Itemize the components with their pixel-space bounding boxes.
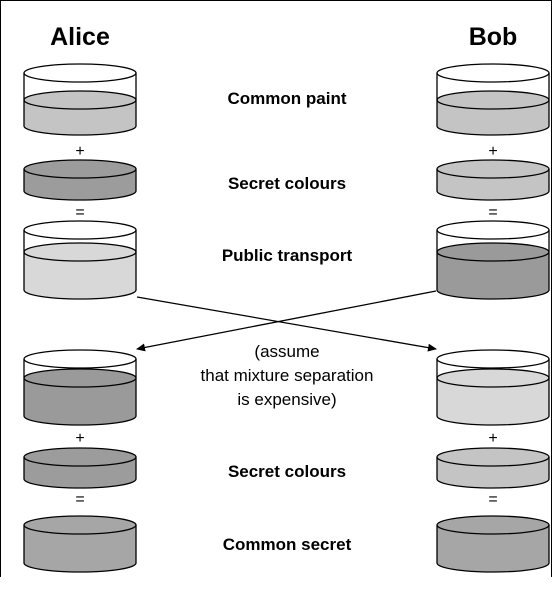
alice-equals-2: = bbox=[75, 491, 84, 508]
bob-to-alice-arrow bbox=[136, 290, 437, 352]
secret-colours-label-1: Secret colours bbox=[228, 174, 346, 193]
alice-secret-colour-disc bbox=[23, 159, 137, 201]
alice-secret-colour-disc-2 bbox=[23, 447, 137, 489]
bob-equals-1: = bbox=[488, 204, 497, 221]
alice-common-paint-bucket bbox=[23, 63, 137, 136]
bob-common-secret-bucket bbox=[436, 515, 550, 573]
bob-equals-2: = bbox=[488, 491, 497, 508]
alice-to-bob-arrow bbox=[136, 296, 437, 352]
note-line-2: that mixture separation bbox=[201, 366, 374, 385]
frame-bottom-mask bbox=[0, 577, 552, 591]
common-secret-label: Common secret bbox=[223, 535, 352, 554]
bob-plus-2: + bbox=[488, 430, 497, 447]
bob-label: Bob bbox=[469, 23, 518, 51]
alice-plus-2: + bbox=[75, 430, 84, 447]
bob-secret-colour-disc bbox=[436, 159, 550, 201]
secret-colours-label-2: Secret colours bbox=[228, 462, 346, 481]
common-paint-label: Common paint bbox=[228, 89, 347, 108]
alice-equals-1: = bbox=[75, 204, 84, 221]
alice-received-mixture-bucket bbox=[23, 349, 137, 426]
bob-plus-1: + bbox=[488, 143, 497, 160]
alice-plus-1: + bbox=[75, 143, 84, 160]
bob-common-paint-bucket bbox=[436, 63, 550, 136]
bob-public-mixture-bucket bbox=[436, 220, 550, 300]
note-line-3: is expensive) bbox=[237, 390, 336, 409]
bob-received-mixture-bucket bbox=[436, 349, 550, 426]
alice-public-mixture-bucket bbox=[23, 220, 137, 300]
bob-secret-colour-disc-2 bbox=[436, 447, 550, 489]
note-line-1: (assume bbox=[254, 342, 319, 361]
public-transport-label: Public transport bbox=[222, 246, 353, 265]
alice-common-secret-bucket bbox=[23, 515, 137, 573]
alice-label: Alice bbox=[50, 23, 110, 51]
